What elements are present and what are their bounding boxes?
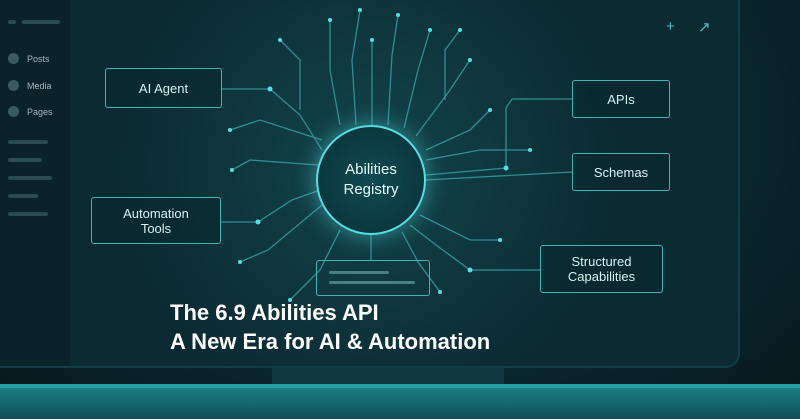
sidebar: Posts Media Pages bbox=[0, 0, 70, 366]
placeholder-line bbox=[329, 271, 389, 274]
arrow-up-right-icon[interactable]: ↗ bbox=[698, 19, 711, 36]
sidebar-logo-dot bbox=[8, 20, 16, 24]
sidebar-placeholder-line bbox=[8, 140, 48, 144]
add-icon[interactable]: + bbox=[666, 18, 675, 35]
node-structured-capabilities: Structured Capabilities bbox=[540, 245, 663, 293]
node-label-line2: Tools bbox=[140, 220, 172, 236]
sidebar-placeholder-line bbox=[8, 194, 38, 198]
node-label: Schemas bbox=[593, 164, 649, 180]
node-apis: APIs bbox=[572, 80, 670, 118]
node-label-line1: Structured bbox=[571, 254, 632, 269]
sidebar-placeholder-line bbox=[8, 158, 42, 162]
sidebar-item-label: Pages bbox=[27, 106, 53, 117]
node-ai-agent: AI Agent bbox=[105, 68, 222, 108]
node-schemas: Schemas bbox=[572, 153, 670, 191]
node-automation-tools: Automation Tools bbox=[91, 197, 221, 244]
monitor-screen: Posts Media Pages + ↗ bbox=[0, 0, 740, 368]
sidebar-placeholder-line bbox=[8, 176, 52, 180]
sidebar-item-pages[interactable]: Pages bbox=[8, 106, 53, 117]
pages-icon bbox=[8, 106, 19, 117]
headline: The 6.9 Abilities API A New Era for AI &… bbox=[170, 298, 490, 356]
sidebar-item-label: Posts bbox=[27, 53, 50, 64]
abilities-registry-hub: Abilities Registry bbox=[316, 125, 426, 235]
node-label: AI Agent bbox=[138, 80, 189, 96]
desk-surface bbox=[0, 388, 800, 419]
pin-icon bbox=[8, 53, 19, 64]
placeholder-card bbox=[316, 260, 430, 296]
sidebar-item-label: Media bbox=[27, 80, 52, 91]
sidebar-placeholder-line bbox=[8, 212, 48, 216]
hub-label-line2: Registry bbox=[343, 181, 399, 198]
circuit-wires bbox=[221, 8, 573, 302]
desk-edge bbox=[0, 384, 800, 390]
sidebar-logo-bar bbox=[22, 20, 60, 24]
placeholder-line bbox=[329, 281, 415, 284]
headline-line2: A New Era for AI & Automation bbox=[170, 329, 491, 354]
hub-label-line1: Abilities bbox=[345, 161, 397, 178]
media-icon bbox=[8, 80, 19, 91]
sidebar-item-media[interactable]: Media bbox=[8, 80, 52, 91]
headline-line1: The 6.9 Abilities API bbox=[170, 300, 379, 325]
node-label: APIs bbox=[607, 91, 635, 107]
node-label-line1: Automation bbox=[123, 205, 189, 221]
sidebar-item-posts[interactable]: Posts bbox=[8, 53, 50, 64]
node-label-line2: Capabilities bbox=[567, 269, 636, 284]
